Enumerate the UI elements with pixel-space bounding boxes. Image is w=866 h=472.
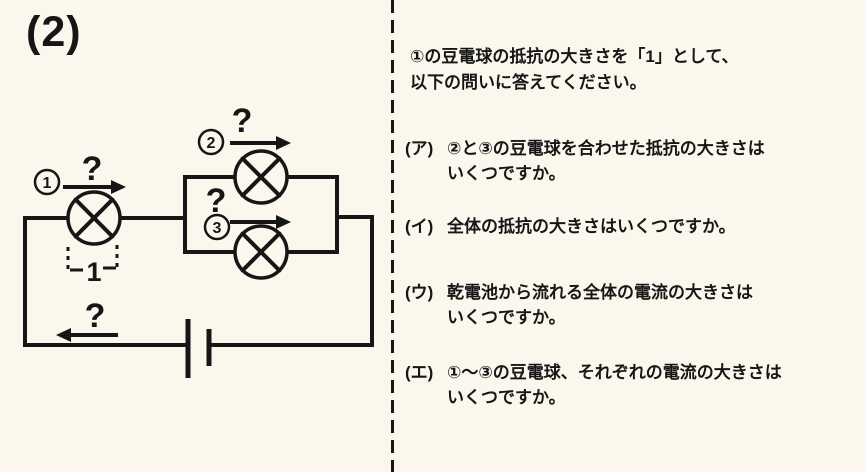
current-arrow-3 xyxy=(230,215,291,229)
intro-line-1: ①の豆電球の抵抗の大きさを「1」として、 xyxy=(410,47,739,66)
bulb-3-label: 3 xyxy=(203,213,231,241)
bulb-1-number: 1 xyxy=(43,175,52,192)
bulb-2-label: 2 xyxy=(197,128,225,156)
current-1-question-mark: ? xyxy=(82,150,103,188)
current-arrows xyxy=(56,136,291,342)
bulb-1-resistance-value: 1 xyxy=(86,257,101,287)
question-item-a: (ア) ②と③の豆電球を合わせた抵抗の大きさは いくつですか。 xyxy=(405,136,765,186)
bulb-1-icon xyxy=(66,190,122,246)
intro-line-2: 以下の問いに答えてください。 xyxy=(410,73,647,92)
current-arrow-total xyxy=(56,328,118,342)
question-item-e: (エ) ①〜③の豆電球、それぞれの電流の大きさは いくつですか。 xyxy=(405,360,782,410)
battery-icon xyxy=(185,319,212,378)
current-2-question-mark: ? xyxy=(232,102,253,140)
question-u-line-2: いくつですか。 xyxy=(447,308,566,327)
bulb-2-number: 2 xyxy=(207,135,216,152)
question-text-a: ②と③の豆電球を合わせた抵抗の大きさは いくつですか。 xyxy=(447,136,765,186)
bulb-1-label: 1 xyxy=(33,168,61,196)
bulb-1-resistance-annotation: 1 xyxy=(66,245,119,287)
bulb-2-icon xyxy=(233,149,289,205)
question-label-e: (エ) xyxy=(405,363,434,382)
section-divider xyxy=(391,0,394,472)
question-e-line-1: ①〜③の豆電球、それぞれの電流の大きさは xyxy=(447,363,782,382)
question-text-i: 全体の抵抗の大きさはいくつですか。 xyxy=(447,214,736,239)
question-i-line-1: 全体の抵抗の大きさはいくつですか。 xyxy=(447,217,736,236)
question-e-line-2: いくつですか。 xyxy=(447,388,566,407)
question-label-i: (イ) xyxy=(405,217,434,236)
current-arrow-1 xyxy=(63,180,126,194)
question-a-line-2: いくつですか。 xyxy=(447,164,566,183)
circuit-diagram: 1 2 3 xyxy=(23,102,374,378)
bulb-3-icon xyxy=(233,224,289,280)
question-u-line-1: 乾電池から流れる全体の電流の大きさは xyxy=(447,283,753,302)
question-item-i: (イ) 全体の抵抗の大きさはいくつですか。 xyxy=(405,214,736,239)
question-label-a: (ア) xyxy=(405,139,434,158)
question-a-line-1: ②と③の豆電球を合わせた抵抗の大きさは xyxy=(447,139,765,158)
current-arrow-2 xyxy=(230,136,291,150)
bulb-3-number: 3 xyxy=(213,220,222,237)
question-item-u: (ウ) 乾電池から流れる全体の電流の大きさは いくつですか。 xyxy=(405,280,753,330)
problem-number: (2) xyxy=(26,8,82,56)
wire-right-loop xyxy=(207,215,374,347)
question-intro: ①の豆電球の抵抗の大きさを「1」として、 以下の問いに答えてください。 xyxy=(410,44,739,96)
current-3-question-mark: ? xyxy=(206,182,227,220)
question-text-u: 乾電池から流れる全体の電流の大きさは いくつですか。 xyxy=(447,280,753,330)
question-label-u: (ウ) xyxy=(405,283,434,302)
question-text-e: ①〜③の豆電球、それぞれの電流の大きさは いくつですか。 xyxy=(447,360,782,410)
current-total-question-mark: ? xyxy=(85,297,106,335)
